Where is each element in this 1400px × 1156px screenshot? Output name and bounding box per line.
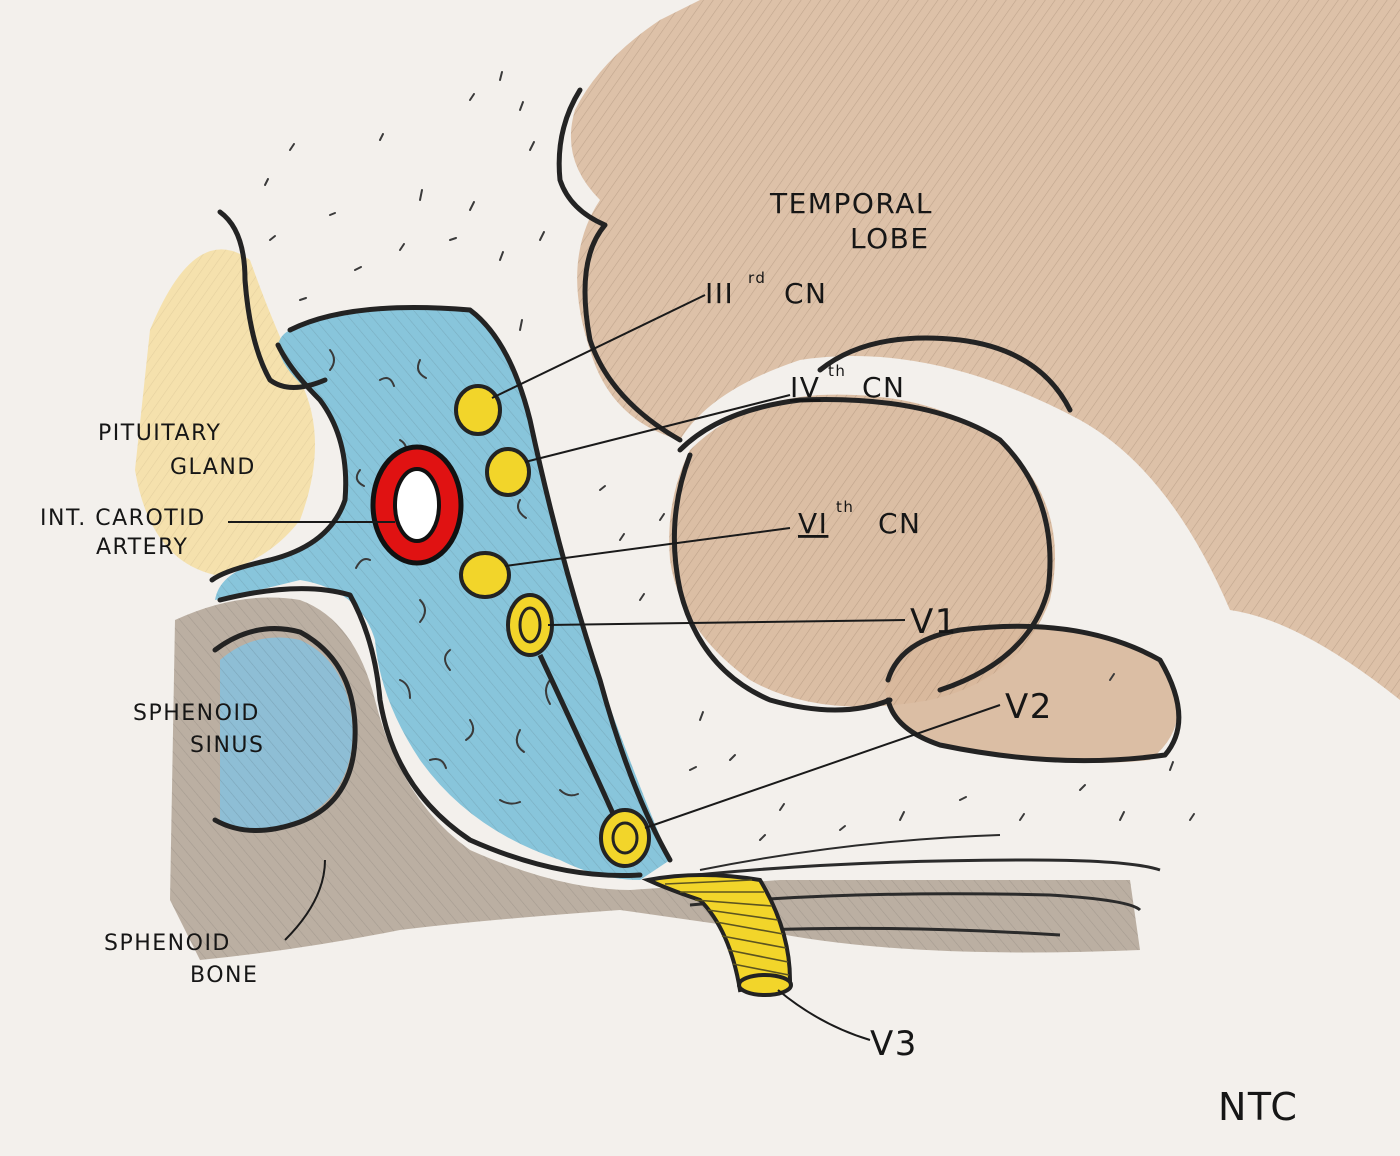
label-sphenoid-sinus: SPHENOID SINUS — [133, 701, 264, 758]
sphenoid-sinus-line2: SINUS — [190, 733, 264, 758]
nerve-v2 — [599, 808, 651, 868]
temporal-lobe — [570, 0, 1400, 763]
cn6-abbrev: CN — [878, 507, 922, 540]
signature: NTC — [1218, 1085, 1298, 1129]
sphenoid-bone-line2: BONE — [190, 963, 258, 988]
label-v3: V3 — [870, 1024, 918, 1064]
pituitary-line2: GLAND — [170, 455, 256, 480]
nerve-cn6 — [459, 551, 511, 599]
carotid-line2: ARTERY — [96, 535, 188, 560]
v3-nerve — [641, 873, 793, 997]
nerve-cn4 — [485, 447, 531, 497]
label-v2: V2 — [1005, 687, 1053, 727]
sphenoid-bone — [170, 597, 1140, 960]
nerve-cn3 — [454, 384, 502, 436]
cn3-suffix: rd — [748, 269, 766, 287]
label-cn4: IV th CN — [790, 362, 906, 404]
leader-lines — [228, 294, 1001, 1041]
temporal-lobe-line1: TEMPORAL — [769, 187, 933, 220]
cn4-numeral: IV — [790, 371, 820, 404]
sphenoid-sinus-line1: SPHENOID — [133, 701, 260, 726]
cn4-suffix: th — [828, 362, 846, 380]
label-internal-carotid: INT. CAROTID ARTERY — [40, 506, 206, 560]
nerve-v1 — [506, 593, 618, 820]
label-v1: V1 — [910, 602, 958, 642]
sphenoid-bone-line1: SPHENOID — [104, 931, 231, 956]
cn3-numeral: III — [705, 277, 734, 310]
carotid-line1: INT. CAROTID — [40, 506, 206, 531]
pituitary-line1: PITUITARY — [98, 421, 221, 446]
stipple-marks — [264, 71, 1195, 841]
label-cn6: VI th CN — [798, 498, 922, 540]
label-pituitary-gland: PITUITARY GLAND — [98, 421, 256, 480]
label-cn3: III rd CN — [705, 269, 828, 310]
internal-carotid-artery — [370, 444, 464, 566]
sphenoid-sinus — [220, 637, 353, 830]
cn6-suffix: th — [836, 498, 854, 516]
cn3-abbrev: CN — [784, 277, 828, 310]
label-temporal-lobe: TEMPORAL LOBE — [769, 187, 933, 255]
label-sphenoid-bone: SPHENOID BONE — [104, 931, 258, 988]
pituitary-gland — [135, 249, 315, 576]
cn6-numeral: VI — [798, 507, 828, 540]
temporal-lobe-line2: LOBE — [850, 222, 930, 255]
anatomy-outlines — [209, 87, 1182, 879]
cn4-abbrev: CN — [862, 371, 906, 404]
